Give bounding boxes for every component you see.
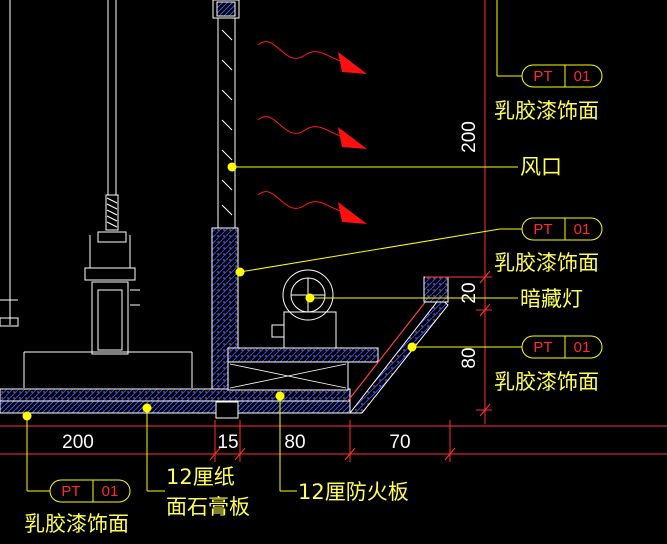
dim-horizontal-80: 80	[284, 432, 305, 453]
airflow-arrowheads	[338, 52, 367, 224]
tag-code: PT	[533, 339, 552, 356]
ceiling-board	[0, 388, 351, 419]
light-fixture	[271, 269, 337, 349]
tag-label: 乳胶漆饰面	[24, 512, 129, 536]
dim-horizontal-200: 200	[62, 432, 94, 453]
dimension-lines	[0, 0, 667, 462]
tag-label: 乳胶漆饰面	[494, 370, 599, 394]
airflow-arrows	[257, 41, 346, 213]
leader-lines	[26, 0, 522, 492]
material-tag: PT 01 乳胶漆饰面	[494, 335, 603, 394]
material-tag: PT 01 乳胶漆饰面	[24, 479, 131, 536]
tag-code: PT	[533, 68, 552, 85]
light-trough	[227, 276, 482, 414]
tag-label: 乳胶漆饰面	[494, 251, 599, 275]
tag-number: 01	[102, 483, 119, 500]
tag-code: PT	[61, 483, 80, 500]
dim-horizontal-15: 15	[217, 432, 238, 453]
dim-vertical-20: 20	[459, 282, 480, 303]
material-tag: PT 01 乳胶漆饰面	[494, 217, 603, 275]
dim-vertical-80: 80	[459, 347, 480, 368]
tag-label: 乳胶漆饰面	[494, 99, 599, 123]
tag-code: PT	[533, 221, 552, 238]
tag-number: 01	[574, 339, 591, 356]
fireboard-label: 12厘防火板	[298, 480, 409, 504]
tag-number: 01	[574, 68, 591, 85]
hidden-light-label: 暗藏灯	[520, 287, 583, 311]
dim-vertical-200: 200	[459, 121, 480, 153]
gypsum-label-line1: 12厘纸	[166, 465, 235, 489]
tag-number: 01	[574, 221, 591, 238]
material-tag: PT 01 乳胶漆饰面	[494, 64, 603, 123]
dim-horizontal-70: 70	[389, 432, 410, 453]
suspension-structure	[0, 0, 193, 388]
vent-wall	[211, 0, 240, 399]
gypsum-label-line2: 面石膏板	[166, 495, 250, 519]
vent-label: 风口	[520, 155, 562, 179]
leader-dots	[22, 162, 417, 421]
